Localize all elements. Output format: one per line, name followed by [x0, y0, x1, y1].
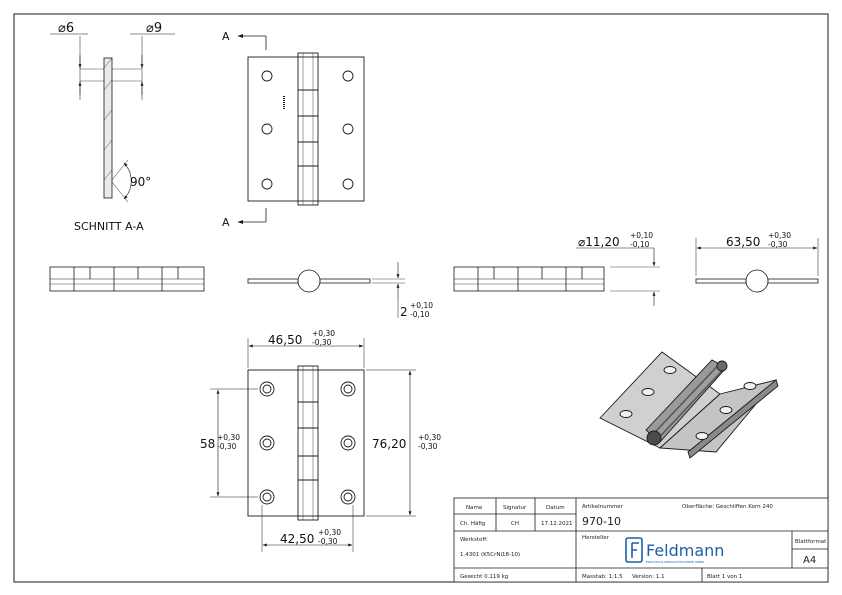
main-view [210, 338, 416, 552]
tb-sheet-format: A4 [803, 555, 816, 566]
thickness-dim: 2 [400, 305, 408, 319]
feldmann-logo: Feldmann EDELSTAHL-VERKAUFSSYSTEME GMBH [625, 537, 724, 564]
height-tol-up: +0,30 [418, 433, 441, 442]
tb-sheet: Blatt 1 von 1 [707, 574, 742, 580]
tb-manufacturer-label: Hersteller [582, 535, 610, 541]
front-view [237, 34, 365, 224]
pin-dia-tol-dn: -0,10 [630, 240, 650, 249]
open-view [695, 238, 819, 293]
hole-spacing-bottom-dim: 42,50 [280, 532, 314, 546]
tb-article-number: 970-10 [582, 515, 621, 528]
tb-signature: CH [511, 521, 519, 527]
open-width-tol-up: +0,30 [768, 231, 791, 240]
hole-spacing-vert-tol-up: +0,30 [217, 433, 240, 442]
top-view-right [453, 247, 660, 306]
section-title: SCHNITT A-A [74, 220, 144, 233]
open-width-tol-dn: -0,30 [768, 240, 788, 249]
thickness-tol-dn: -0,10 [410, 310, 430, 319]
sheet-frame [13, 13, 829, 583]
tb-article-label: Artikelnummer [582, 504, 624, 510]
hole-spacing-vert-dim: 58 [200, 437, 215, 451]
tb-header-date: Datum [546, 505, 565, 511]
tb-material-label: Werkstoff: [460, 537, 488, 543]
top-view-left [49, 266, 205, 292]
tb-weight: Gewicht 0.119 kg [460, 574, 508, 580]
tb-sheet-format-label: Blattformat [795, 539, 827, 545]
height-tol-dn: -0,30 [418, 442, 438, 451]
section-view [50, 33, 175, 203]
hole-spacing-vert-tol-dn: -0,30 [217, 442, 237, 451]
section-angle: 90° [130, 175, 151, 189]
logo-subtitle: EDELSTAHL-VERKAUFSSYSTEME GMBH [646, 560, 704, 564]
section-mark-a-bottom: A [222, 216, 230, 229]
hole-spacing-top-tol-dn: -0,30 [312, 338, 332, 347]
tb-date: 17.12.2021 [541, 521, 573, 527]
hole-spacing-top-dim: 46,50 [268, 333, 302, 347]
tb-name: Ch. Häfig [460, 521, 485, 527]
height-dim: 76,20 [372, 437, 406, 451]
hole-spacing-top-tol-up: +0,30 [312, 329, 335, 338]
tb-scale: Masstab: 1:1.5 [582, 574, 623, 580]
thickness-tol-up: +0,10 [410, 301, 433, 310]
title-block [453, 497, 829, 583]
logo-text: Feldmann [646, 541, 724, 560]
section-mark-a-top: A [222, 30, 230, 43]
section-dia-right: ⌀9 [146, 21, 162, 36]
end-view [247, 262, 405, 318]
pin-dia-tol-up: +0,10 [630, 231, 653, 240]
hole-spacing-bottom-tol-dn: -0,30 [318, 537, 338, 546]
open-width-dim: 63,50 [726, 235, 760, 249]
pin-dia-dim: ⌀11,20 [578, 235, 620, 249]
tb-header-name: Name [466, 505, 483, 511]
isometric-view [599, 351, 779, 459]
hole-spacing-bottom-tol-up: +0,30 [318, 528, 341, 537]
tb-header-signature: Signatur [503, 505, 527, 511]
section-dia-left: ⌀6 [58, 21, 74, 36]
tb-version: Version: 1.1 [632, 574, 665, 580]
tb-material: 1.4301 (K5CrNi18-10) [460, 552, 520, 558]
tb-surface: Oberfläche: Geschliffen Korn 240 [682, 504, 773, 510]
